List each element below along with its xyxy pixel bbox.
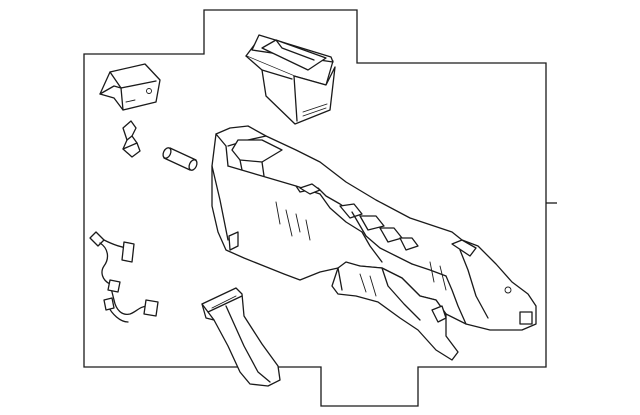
console-lower-panel — [331, 261, 459, 361]
pin-part — [162, 147, 198, 171]
cup-holder-insert-part — [245, 34, 336, 125]
side-panel-part — [201, 287, 281, 387]
diagram-frame — [83, 9, 547, 407]
front-bracket-part — [99, 63, 161, 111]
clip-part — [122, 120, 141, 158]
console-body-part — [211, 125, 537, 331]
wiring-harness-part — [89, 231, 159, 323]
